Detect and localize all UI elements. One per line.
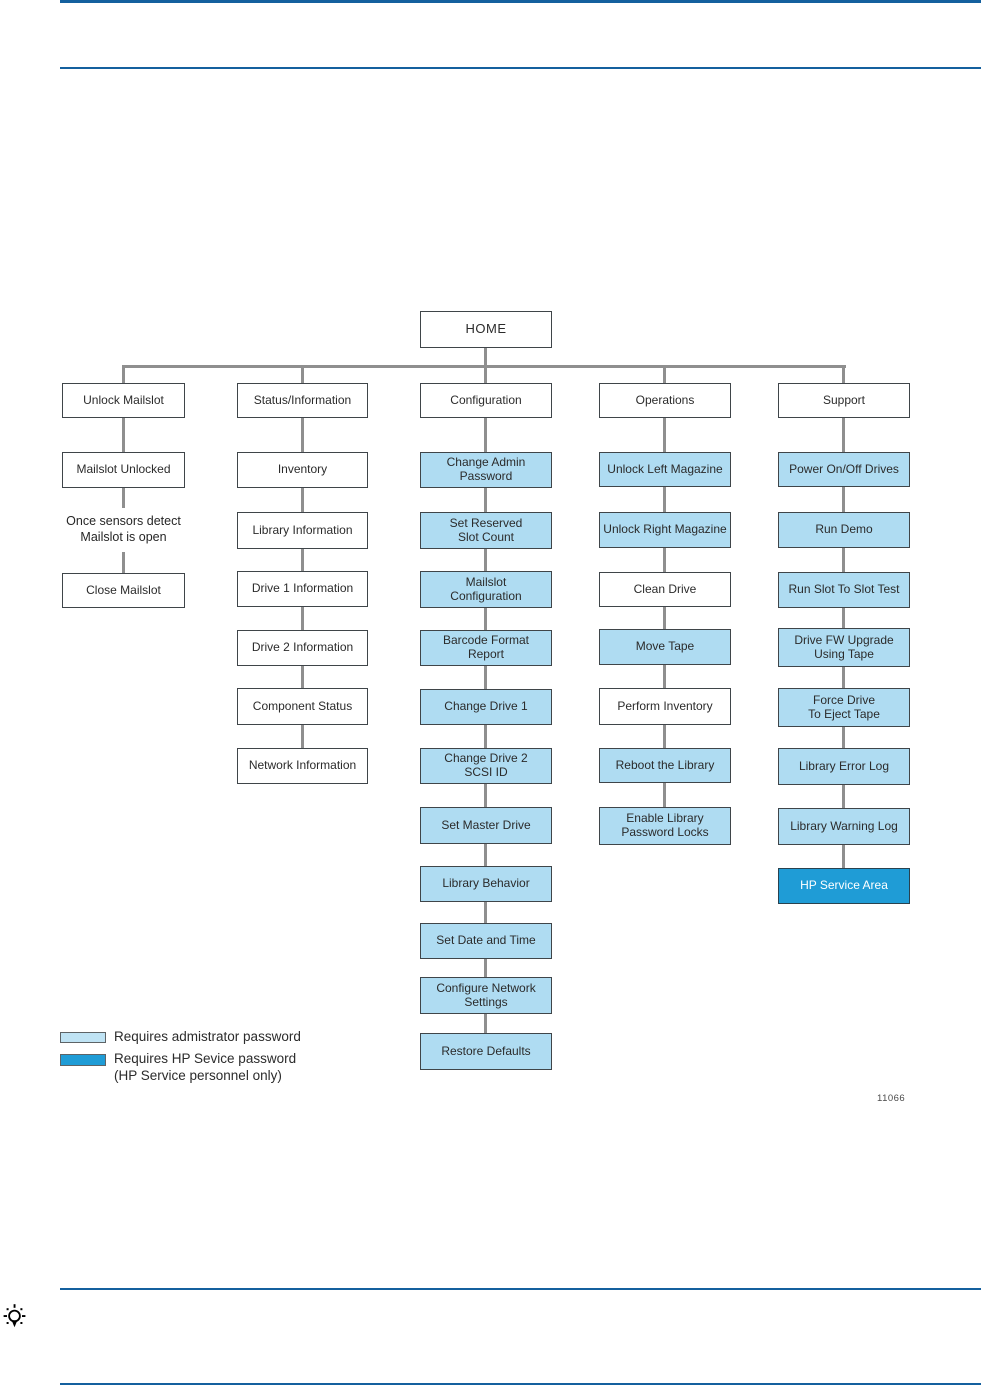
node-run-slot-to-slot-test: Run Slot To Slot Test: [778, 572, 910, 608]
branch-configuration: Configuration: [420, 383, 552, 418]
node-close-mailslot: Close Mailslot: [62, 573, 185, 608]
legend-label-admin: Requires admistrator password: [114, 1029, 301, 1044]
node-reboot-the-library: Reboot the Library: [599, 748, 731, 783]
node-drive-2-information: Drive 2 Information: [237, 630, 368, 666]
node-hp-service-area: HP Service Area: [778, 868, 910, 904]
node-component-status: Component Status: [237, 688, 368, 725]
top-rule: [60, 0, 981, 3]
legend-swatch-service: [60, 1054, 106, 1066]
node-inventory: Inventory: [237, 452, 368, 488]
node-unlock-left-magazine: Unlock Left Magazine: [599, 452, 731, 487]
header-rule: [60, 67, 981, 69]
node-configure-network-settings: Configure Network Settings: [420, 977, 552, 1014]
node-set-reserved-slot-count: Set Reserved Slot Count: [420, 512, 552, 549]
node-home: HOME: [420, 311, 552, 348]
node-library-information: Library Information: [237, 512, 368, 549]
connector-stub-support: [842, 366, 845, 383]
node-change-drive-1: Change Drive 1: [420, 689, 552, 725]
node-move-tape: Move Tape: [599, 629, 731, 665]
footer-rule: [60, 1288, 981, 1290]
connector-stub-unlock-mailslot: [122, 366, 125, 383]
connector-stub-operations: [663, 366, 666, 383]
legend-label-service: Requires HP Sevice password (HP Service …: [114, 1051, 297, 1083]
node-drive-1-information: Drive 1 Information: [237, 571, 368, 607]
connector-stub-status: [301, 366, 304, 383]
branch-support: Support: [778, 383, 910, 418]
node-power-on-off-drives: Power On/Off Drives: [778, 452, 910, 487]
branch-unlock-mailslot: Unlock Mailslot: [62, 383, 185, 418]
node-library-error-log: Library Error Log: [778, 748, 910, 785]
branch-operations: Operations: [599, 383, 731, 418]
legend-swatch-admin: [60, 1032, 106, 1043]
node-force-drive-to-eject-tape: Force Drive To Eject Tape: [778, 688, 910, 727]
node-mailslot-unlocked: Mailslot Unlocked: [62, 452, 185, 488]
figure-number: 11066: [877, 1093, 906, 1104]
node-network-information: Network Information: [237, 748, 368, 784]
node-restore-defaults: Restore Defaults: [420, 1033, 552, 1070]
node-clean-drive: Clean Drive: [599, 572, 731, 607]
branch-status-information: Status/Information: [237, 383, 368, 418]
node-enable-library-password-locks: Enable Library Password Locks: [599, 807, 731, 845]
lightbulb-tip-icon: [3, 1303, 26, 1333]
node-library-behavior: Library Behavior: [420, 866, 552, 902]
node-unlock-right-magazine: Unlock Right Magazine: [599, 512, 731, 548]
node-perform-inventory: Perform Inventory: [599, 688, 731, 725]
connector-col-configuration: [484, 418, 487, 1033]
node-mailslot-configuration: Mailslot Configuration: [420, 571, 552, 608]
node-set-date-and-time: Set Date and Time: [420, 923, 552, 959]
node-change-drive-2-scsi-id: Change Drive 2 SCSI ID: [420, 748, 552, 784]
connector-col-unlock-mailslot: [122, 418, 125, 573]
node-change-admin-password: Change Admin Password: [420, 452, 552, 488]
node-drive-fw-upgrade-using-tape: Drive FW Upgrade Using Tape: [778, 628, 910, 667]
node-set-master-drive: Set Master Drive: [420, 807, 552, 844]
connector-col-operations: [663, 418, 666, 807]
node-library-warning-log: Library Warning Log: [778, 808, 910, 845]
node-run-demo: Run Demo: [778, 512, 910, 548]
node-barcode-format-report: Barcode Format Report: [420, 630, 552, 666]
connector-home-stub: [484, 348, 487, 383]
note-once-sensors-detect: Once sensors detect Mailslot is open: [43, 508, 204, 552]
bottom-rule: [60, 1383, 981, 1385]
